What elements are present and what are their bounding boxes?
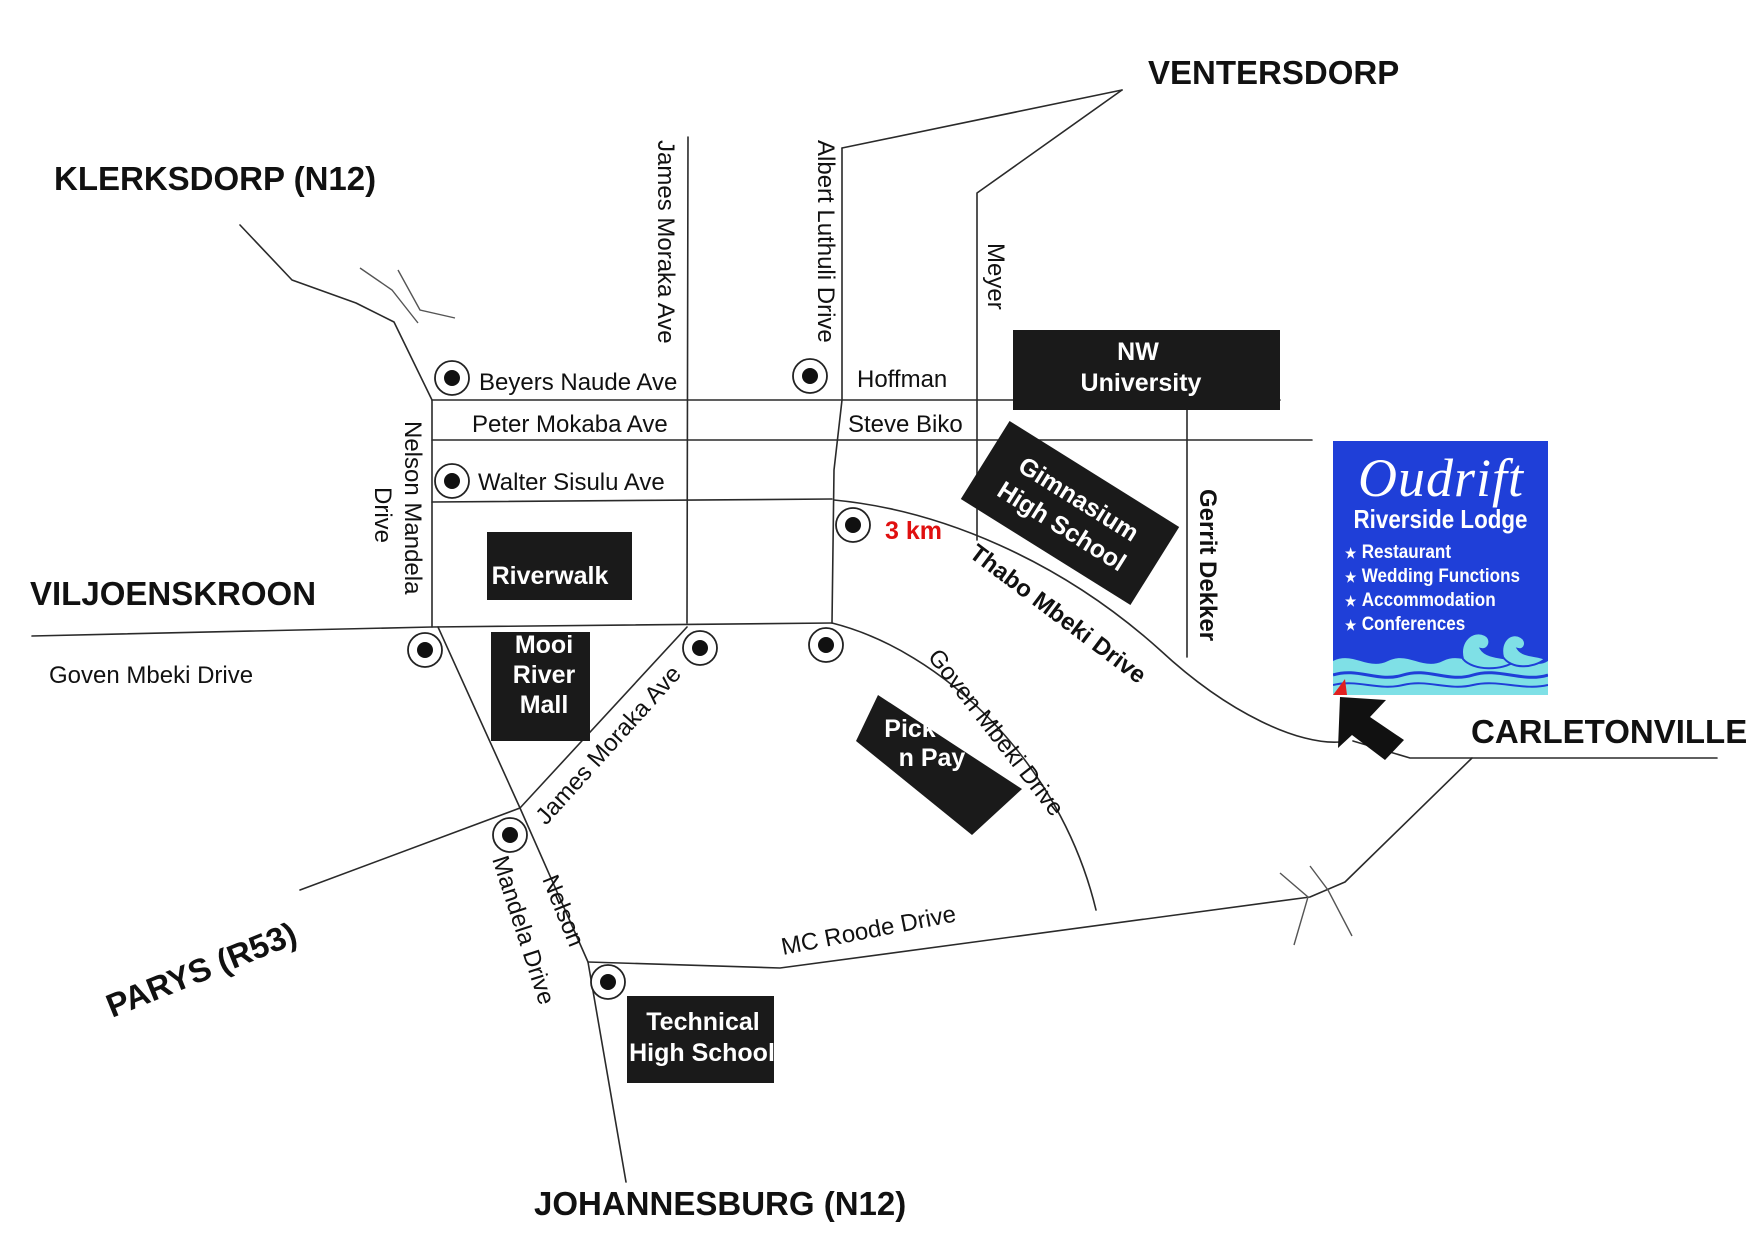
mooi-river-mall-line-1: Mooi bbox=[515, 631, 573, 659]
roundabout-james-goven bbox=[682, 630, 718, 666]
label-james-moraka-top: James Moraka Ave bbox=[652, 140, 679, 344]
dest-parys: PARYS (R53) bbox=[101, 915, 302, 1025]
lodge-service-item: ★Wedding Functions bbox=[1345, 566, 1521, 587]
lodge-advert: Oudrift Riverside Lodge ★Restaurant ★Wed… bbox=[1333, 441, 1548, 695]
dest-viljoenskroon: VILJOENSKROON bbox=[30, 575, 316, 612]
landmark-nw-university: NW University bbox=[1013, 330, 1280, 410]
technical-line-2: High School bbox=[629, 1039, 775, 1067]
label-hoffman: Hoffman bbox=[857, 366, 947, 393]
roundabouts bbox=[407, 358, 871, 1000]
roundabout-albert-hoffman bbox=[792, 358, 828, 394]
lodge-brand: Oudrift bbox=[1357, 448, 1525, 508]
label-nelson-mandela-top-1: Nelson Mandela bbox=[399, 421, 426, 595]
distance-label: 3 km bbox=[885, 517, 942, 545]
mooi-river-mall-line-2: River bbox=[513, 661, 576, 689]
pick-n-pay-line-2: n Pay bbox=[899, 744, 966, 772]
star-icon: ★ bbox=[1345, 569, 1357, 585]
roundabout-albert-goven bbox=[808, 627, 844, 663]
riverwalk-label: Riverwalk bbox=[492, 562, 609, 590]
label-goven-mbeki-left: Goven Mbeki Drive bbox=[49, 662, 253, 689]
star-icon: ★ bbox=[1345, 545, 1357, 561]
lodge-subtitle: Riverside Lodge bbox=[1353, 504, 1528, 534]
lodge-service-item: ★Restaurant bbox=[1345, 542, 1452, 563]
road-klerksdorp bbox=[239, 224, 433, 401]
label-gerrit-dekker: Gerrit Dekker bbox=[1194, 489, 1221, 641]
lodge-service-item: ★Conferences bbox=[1345, 614, 1466, 635]
dest-ventersdorp: VENTERSDORP bbox=[1148, 54, 1399, 91]
label-peter-mokaba: Peter Mokaba Ave bbox=[472, 411, 668, 438]
road-james-moraka-diagonal bbox=[519, 626, 688, 809]
star-icon: ★ bbox=[1345, 593, 1357, 609]
river-crossing-mc-roode-2 bbox=[1309, 865, 1353, 937]
roundabout-mc-roode bbox=[590, 964, 626, 1000]
road-nelson-mandela-south bbox=[437, 626, 627, 1183]
road-mc-roode bbox=[587, 757, 1473, 969]
arrow-to-lodge-icon bbox=[1338, 697, 1404, 760]
swans-icon bbox=[1333, 632, 1548, 695]
technical-line-1: Technical bbox=[646, 1008, 759, 1036]
nw-university-line-1: NW bbox=[1117, 338, 1159, 366]
label-steve-biko: Steve Biko bbox=[848, 411, 963, 438]
mooi-river-mall-line-3: Mall bbox=[520, 691, 569, 719]
lodge-service-item: ★Accommodation bbox=[1345, 590, 1496, 611]
label-nelson-mandela-bottom-1: Nelson bbox=[536, 871, 589, 950]
river-crossing-klerksdorp-2 bbox=[397, 269, 456, 319]
dest-johannesburg: JOHANNESBURG (N12) bbox=[534, 1185, 906, 1222]
label-nelson-mandela-top-2: Drive bbox=[369, 487, 396, 543]
road-albert-luthuli bbox=[831, 147, 843, 624]
road-james-moraka bbox=[686, 136, 689, 624]
label-mc-roode: MC Roode Drive bbox=[779, 901, 958, 961]
landmark-riverwalk: Riverwalk bbox=[487, 532, 632, 600]
roundabout-parys bbox=[492, 817, 528, 853]
road-walter-sisulu bbox=[431, 498, 833, 503]
pick-n-pay-line-1: Pick bbox=[884, 715, 936, 743]
roundabout-walter-sisulu bbox=[434, 463, 470, 499]
star-icon: ★ bbox=[1345, 617, 1357, 633]
road-thabo-mbeki bbox=[833, 499, 1341, 743]
river-crossing-mc-roode bbox=[1279, 872, 1309, 946]
label-walter-sisulu: Walter Sisulu Ave bbox=[478, 469, 665, 496]
landmark-technical-high-school: Technical High School bbox=[627, 996, 775, 1083]
label-albert-luthuli: Albert Luthuli Drive bbox=[812, 140, 839, 343]
roads bbox=[31, 89, 1718, 1183]
dest-carletonville: CARLETONVILLE bbox=[1471, 713, 1747, 750]
road-goven-mbeki-main bbox=[31, 622, 833, 637]
road-parys bbox=[299, 807, 521, 891]
road-goven-mbeki-south bbox=[831, 622, 1097, 911]
landmark-pick-n-pay: Pick n Pay bbox=[856, 695, 1022, 835]
road-ventersdorp-meyer bbox=[976, 89, 1123, 541]
lodge-services: ★Restaurant ★Wedding Functions ★Accommod… bbox=[1345, 541, 1539, 637]
roundabout-thabo-mbeki bbox=[835, 507, 871, 543]
label-beyers-naude: Beyers Naude Ave bbox=[479, 369, 677, 396]
roundabout-beyers-nelson bbox=[434, 360, 470, 396]
river-crossing-klerksdorp bbox=[359, 267, 419, 324]
label-meyer: Meyer bbox=[982, 243, 1009, 310]
landmark-mooi-river-mall: Mooi River Mall bbox=[491, 631, 590, 741]
dest-klerksdorp: KLERKSDORP (N12) bbox=[54, 160, 376, 197]
nw-university-line-2: University bbox=[1081, 369, 1202, 397]
roundabout-nelson-goven bbox=[407, 632, 443, 668]
road-ventersdorp bbox=[841, 89, 1123, 149]
